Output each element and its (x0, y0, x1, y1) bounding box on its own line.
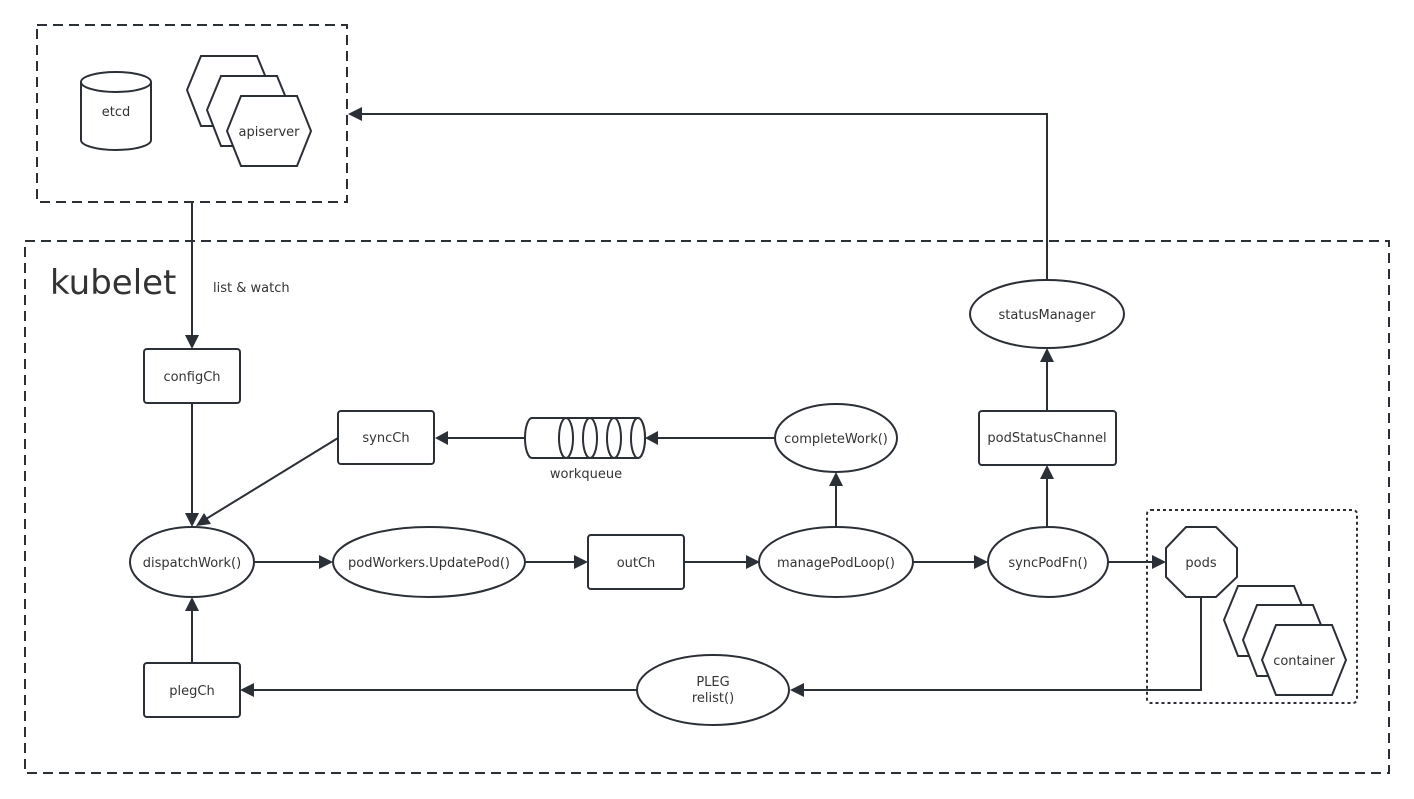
workqueue-node: workqueue (524, 417, 646, 482)
apiserver-label: apiserver (239, 125, 301, 140)
dispatchwork-label: dispatchWork() (143, 556, 241, 571)
container-node: container (1222, 585, 1348, 696)
managepodloop-label: managePodLoop() (777, 556, 895, 571)
etcd-label: etcd (102, 105, 131, 120)
edge-pleg-plegch (240, 683, 637, 697)
configch-label: configCh (163, 370, 220, 385)
edge-syncch-dispatch (196, 437, 339, 526)
edge-list-watch: list & watch (185, 202, 290, 349)
syncch-label: syncCh (362, 431, 409, 446)
edge-workqueue-syncch (435, 431, 524, 445)
relist-label: relist() (692, 691, 734, 706)
edge-syncpod-pods (1108, 555, 1166, 569)
statusmanager-node: statusManager (969, 279, 1125, 349)
list-watch-label: list & watch (213, 281, 290, 296)
edge-statusmanager-apiserver (348, 107, 1048, 280)
kubelet-group (24, 240, 1390, 774)
edge-configch-dispatch (185, 403, 199, 527)
updatepod-node: podWorkers.UpdatePod() (332, 526, 526, 598)
syncch-node: syncCh (337, 410, 435, 465)
statusmanager-label: statusManager (999, 308, 1097, 323)
container-label: container (1273, 654, 1335, 669)
managepodloop-node: managePodLoop() (758, 526, 914, 598)
kubelet-title: kubelet (50, 263, 176, 303)
syncpodfn-node: syncPodFn() (987, 526, 1109, 598)
pod-group (1146, 509, 1358, 704)
outch-label: outCh (617, 556, 656, 571)
edge-complete-workqueue (645, 431, 775, 445)
edge-updatepod-outch (525, 555, 588, 569)
etcd-node: etcd (80, 71, 152, 151)
completework-label: completeWork() (784, 432, 888, 447)
podstatuschannel-label: podStatusChannel (987, 431, 1106, 446)
syncpodfn-label: syncPodFn() (1008, 556, 1087, 571)
outch-node: outCh (587, 534, 685, 590)
updatepod-label: podWorkers.UpdatePod() (348, 556, 510, 571)
dispatchwork-node: dispatchWork() (129, 526, 255, 598)
pods-label: pods (1185, 556, 1216, 571)
edge-plegch-dispatch (185, 597, 199, 663)
pods-node: pods (1165, 526, 1238, 598)
edge-manage-complete (829, 472, 843, 527)
pleg-relist-node: PLEG relist() (636, 654, 790, 726)
edge-pods-pleg (790, 597, 1202, 697)
completework-node: completeWork() (774, 403, 898, 473)
edge-outch-manage (684, 555, 760, 569)
workqueue-label: workqueue (550, 467, 622, 482)
pleg-label: PLEG (696, 675, 729, 690)
edge-manage-syncpod (913, 555, 988, 569)
edge-statuschannel-statusmanager (1040, 348, 1054, 411)
edge-dispatch-updatepod (254, 555, 333, 569)
configch-node: configCh (143, 348, 241, 404)
podstatuschannel-node: podStatusChannel (978, 410, 1117, 466)
plegch-label: plegCh (169, 684, 214, 699)
plegch-node: plegCh (143, 662, 241, 718)
edge-syncpod-statuschannel (1040, 465, 1054, 527)
apiserver-node: apiserver (185, 55, 313, 167)
